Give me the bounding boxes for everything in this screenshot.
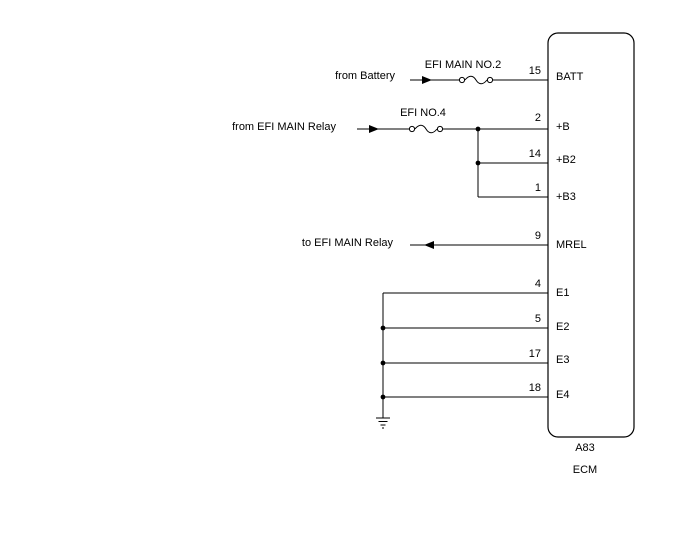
pin-15-number: 15 <box>529 65 541 77</box>
plus-b-circuit: from EFI MAIN Relay EFI NO.4 2 +B 14 +B2… <box>232 107 576 203</box>
ground-circuit: 4 E1 5 E2 17 E3 18 E4 <box>376 278 569 429</box>
plus-b-arrow-icon <box>369 125 379 133</box>
mrel-circuit: to EFI MAIN Relay 9 MREL <box>302 230 587 251</box>
ecm-name-label: ECM <box>573 464 597 476</box>
from-battery-label: from Battery <box>335 70 395 82</box>
mrel-arrow-icon <box>424 241 434 249</box>
pin-plus-b2-label: +B2 <box>556 154 576 166</box>
fuse-efi-no4-icon <box>408 124 444 134</box>
e2-junction-dot <box>380 325 386 331</box>
pin-14-number: 14 <box>529 148 541 160</box>
pin-5-number: 5 <box>535 313 541 325</box>
pin-17-number: 17 <box>529 348 541 360</box>
pin-batt-label: BATT <box>556 71 584 83</box>
ecm-connector-label: A83 <box>575 442 595 454</box>
pin-9-number: 9 <box>535 230 541 242</box>
pin-e1-label: E1 <box>556 287 569 299</box>
ecm-box <box>547 32 635 438</box>
e4-junction-dot <box>380 394 386 400</box>
fuse-efi-main-no2-label: EFI MAIN NO.2 <box>425 59 501 71</box>
pin-4-number: 4 <box>535 278 541 290</box>
pin-e3-label: E3 <box>556 354 569 366</box>
pin-18-number: 18 <box>529 382 541 394</box>
pin-2-number: 2 <box>535 112 541 124</box>
to-efi-main-relay-label: to EFI MAIN Relay <box>302 237 394 249</box>
pin-plus-b3-label: +B3 <box>556 191 576 203</box>
pin-plus-b-label: +B <box>556 121 570 133</box>
batt-arrow-icon <box>422 76 432 84</box>
fuse-efi-main-no2-icon <box>458 75 494 85</box>
pin-1-number: 1 <box>535 182 541 194</box>
pin-mrel-label: MREL <box>556 239 587 251</box>
fuse-efi-no4-label: EFI NO.4 <box>400 107 446 119</box>
batt-circuit: from Battery EFI MAIN NO.2 15 BATT <box>335 59 584 85</box>
ground-icon <box>376 417 390 429</box>
pin-e2-label: E2 <box>556 321 569 333</box>
e3-junction-dot <box>380 360 386 366</box>
from-efi-main-relay-label: from EFI MAIN Relay <box>232 121 336 133</box>
pin-e4-label: E4 <box>556 389 569 401</box>
